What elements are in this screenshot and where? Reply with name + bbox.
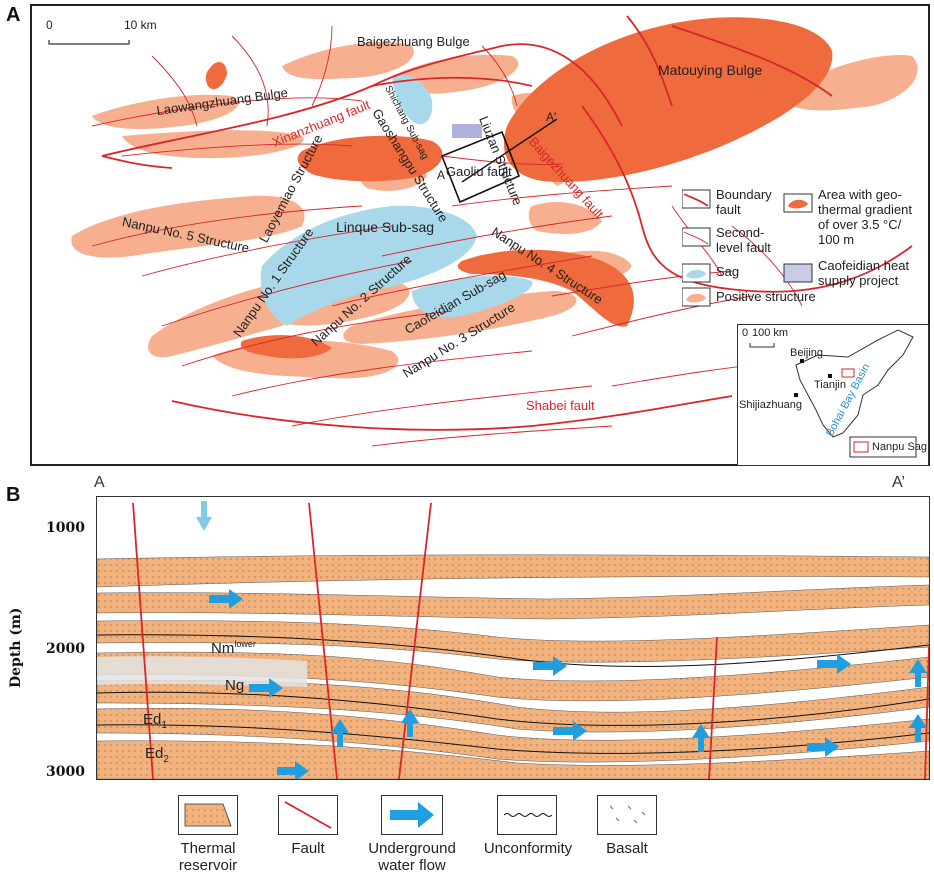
depth-tick-3000: 3000 bbox=[46, 764, 85, 780]
scale-start-label: 0 bbox=[46, 18, 53, 32]
flow-arrow-1 bbox=[209, 589, 243, 609]
label-baigezhuang-bulge: Baigezhuang Bulge bbox=[357, 34, 470, 49]
flow-arrow-7 bbox=[807, 737, 839, 757]
unconformity-swatch-svg bbox=[503, 813, 553, 817]
inset-shijiazhuang: Shijiazhuang bbox=[739, 399, 802, 411]
flow-arrow-2 bbox=[249, 678, 283, 698]
legend-flow-swatch bbox=[381, 795, 443, 835]
legend-basalt: Basalt bbox=[606, 840, 648, 857]
section-end-left: A bbox=[94, 474, 105, 491]
label-shabei-fault: Shabei fault bbox=[526, 398, 595, 413]
legend-fault: Fault bbox=[291, 840, 325, 857]
flow-arrow-10 bbox=[692, 724, 710, 752]
flow-arrow-11 bbox=[909, 659, 927, 687]
legend-unconformity: Unconformity bbox=[483, 840, 573, 857]
map-legend bbox=[682, 189, 813, 307]
legend-positive-structure: Positive structure bbox=[716, 289, 816, 304]
fault-swatch-svg bbox=[284, 801, 332, 829]
label-linque-sub-sag: Linque Sub-sag bbox=[336, 219, 435, 235]
heat-supply-area bbox=[452, 124, 482, 138]
structure-map: 0 10 km Baigezhuang Bulge Laowangzhuang … bbox=[30, 4, 930, 466]
inset-tianjin: Tianjin bbox=[814, 379, 846, 391]
depth-tick-2000: 2000 bbox=[46, 641, 85, 657]
scale-end-label: 10 km bbox=[124, 18, 157, 32]
legend-unconformity-swatch bbox=[497, 795, 557, 835]
layer-label-ng: Ng bbox=[225, 677, 245, 694]
legend-geothermal-area: Area with geo-thermal gradient of over 3… bbox=[818, 187, 912, 247]
legend-water-flow: Underground water flow bbox=[368, 840, 456, 874]
study-area-box bbox=[440, 130, 521, 204]
depth-axis-title: Depth (m) bbox=[8, 607, 24, 688]
inset-nanpu-sag: Nanpu Sag bbox=[872, 441, 928, 453]
layer-ed1-sub: 1 bbox=[161, 720, 167, 731]
flow-arrow-5 bbox=[553, 721, 587, 741]
flow-arrow-12 bbox=[909, 714, 927, 742]
panel-b-letter: B bbox=[6, 484, 21, 506]
reservoir-layers bbox=[97, 554, 929, 779]
flow-swatch-svg bbox=[390, 802, 434, 828]
flow-arrow-9 bbox=[401, 709, 419, 737]
legend-caofeidian-heat: Caofeidian heat supply project bbox=[818, 258, 910, 288]
recharge-arrow bbox=[196, 501, 212, 531]
inset-scale-end: 100 km bbox=[752, 327, 789, 339]
inset-canvas bbox=[749, 329, 917, 458]
scale-bar bbox=[48, 40, 130, 45]
label-section-a-prime: A' bbox=[546, 110, 557, 124]
legend-reservoir-swatch bbox=[178, 795, 238, 835]
inset-map: 0 100 km Beijing Tianjin Shijiazhuang Bo… bbox=[737, 324, 929, 466]
geothermal-areas bbox=[205, 17, 833, 359]
depth-tick-1000: 1000 bbox=[46, 520, 85, 536]
second-level-faults bbox=[91, 25, 803, 447]
layer-nm-text: Nm bbox=[211, 640, 235, 657]
label-matouying-bulge: Matouying Bulge bbox=[658, 62, 763, 78]
inset-beijing: Beijing bbox=[790, 347, 824, 359]
flow-arrow-8 bbox=[331, 719, 349, 747]
reservoir-swatch-svg bbox=[184, 803, 232, 827]
flow-arrow-3 bbox=[277, 761, 309, 779]
map-canvas bbox=[48, 15, 918, 447]
flow-arrow-6 bbox=[817, 654, 851, 674]
sags bbox=[260, 74, 533, 326]
legend-sag: Sag bbox=[716, 264, 740, 279]
panel-a-letter: A bbox=[6, 4, 21, 26]
flow-arrow-4 bbox=[533, 656, 567, 676]
horizon-lines bbox=[97, 634, 929, 754]
flow-arrows bbox=[209, 589, 927, 779]
basalt-zone bbox=[97, 656, 307, 687]
label-gaoliu-fault: Gaoliu fault bbox=[446, 164, 512, 179]
legend-basalt-swatch bbox=[597, 795, 657, 835]
legend-second-level-fault: Second-level fault bbox=[716, 225, 771, 255]
boundary-faults bbox=[101, 15, 913, 431]
legend-boundary-fault: Boundary fault bbox=[716, 187, 772, 217]
cross-section: Nmlower Ng Ed1 Ed2 bbox=[96, 496, 930, 780]
legend-fault-swatch bbox=[278, 795, 338, 835]
label-section-a: A bbox=[437, 168, 446, 182]
section-canvas bbox=[97, 501, 929, 779]
layer-label-ed1: Ed1 bbox=[143, 711, 167, 731]
layer-ed1-text: Ed bbox=[143, 711, 162, 728]
basalt-swatch-svg bbox=[609, 805, 646, 824]
layer-nm-sup: lower bbox=[234, 639, 256, 649]
layer-label-ed2: Ed2 bbox=[145, 745, 169, 765]
legend-thermal-reservoir: Thermal reservoir bbox=[178, 840, 238, 874]
layer-ed2-sub: 2 bbox=[163, 754, 169, 765]
inset-scale-start: 0 bbox=[742, 327, 749, 339]
layer-ed2-text: Ed bbox=[145, 745, 164, 762]
layer-label-nm: Nmlower bbox=[211, 639, 256, 657]
section-end-right: A’ bbox=[892, 474, 906, 491]
